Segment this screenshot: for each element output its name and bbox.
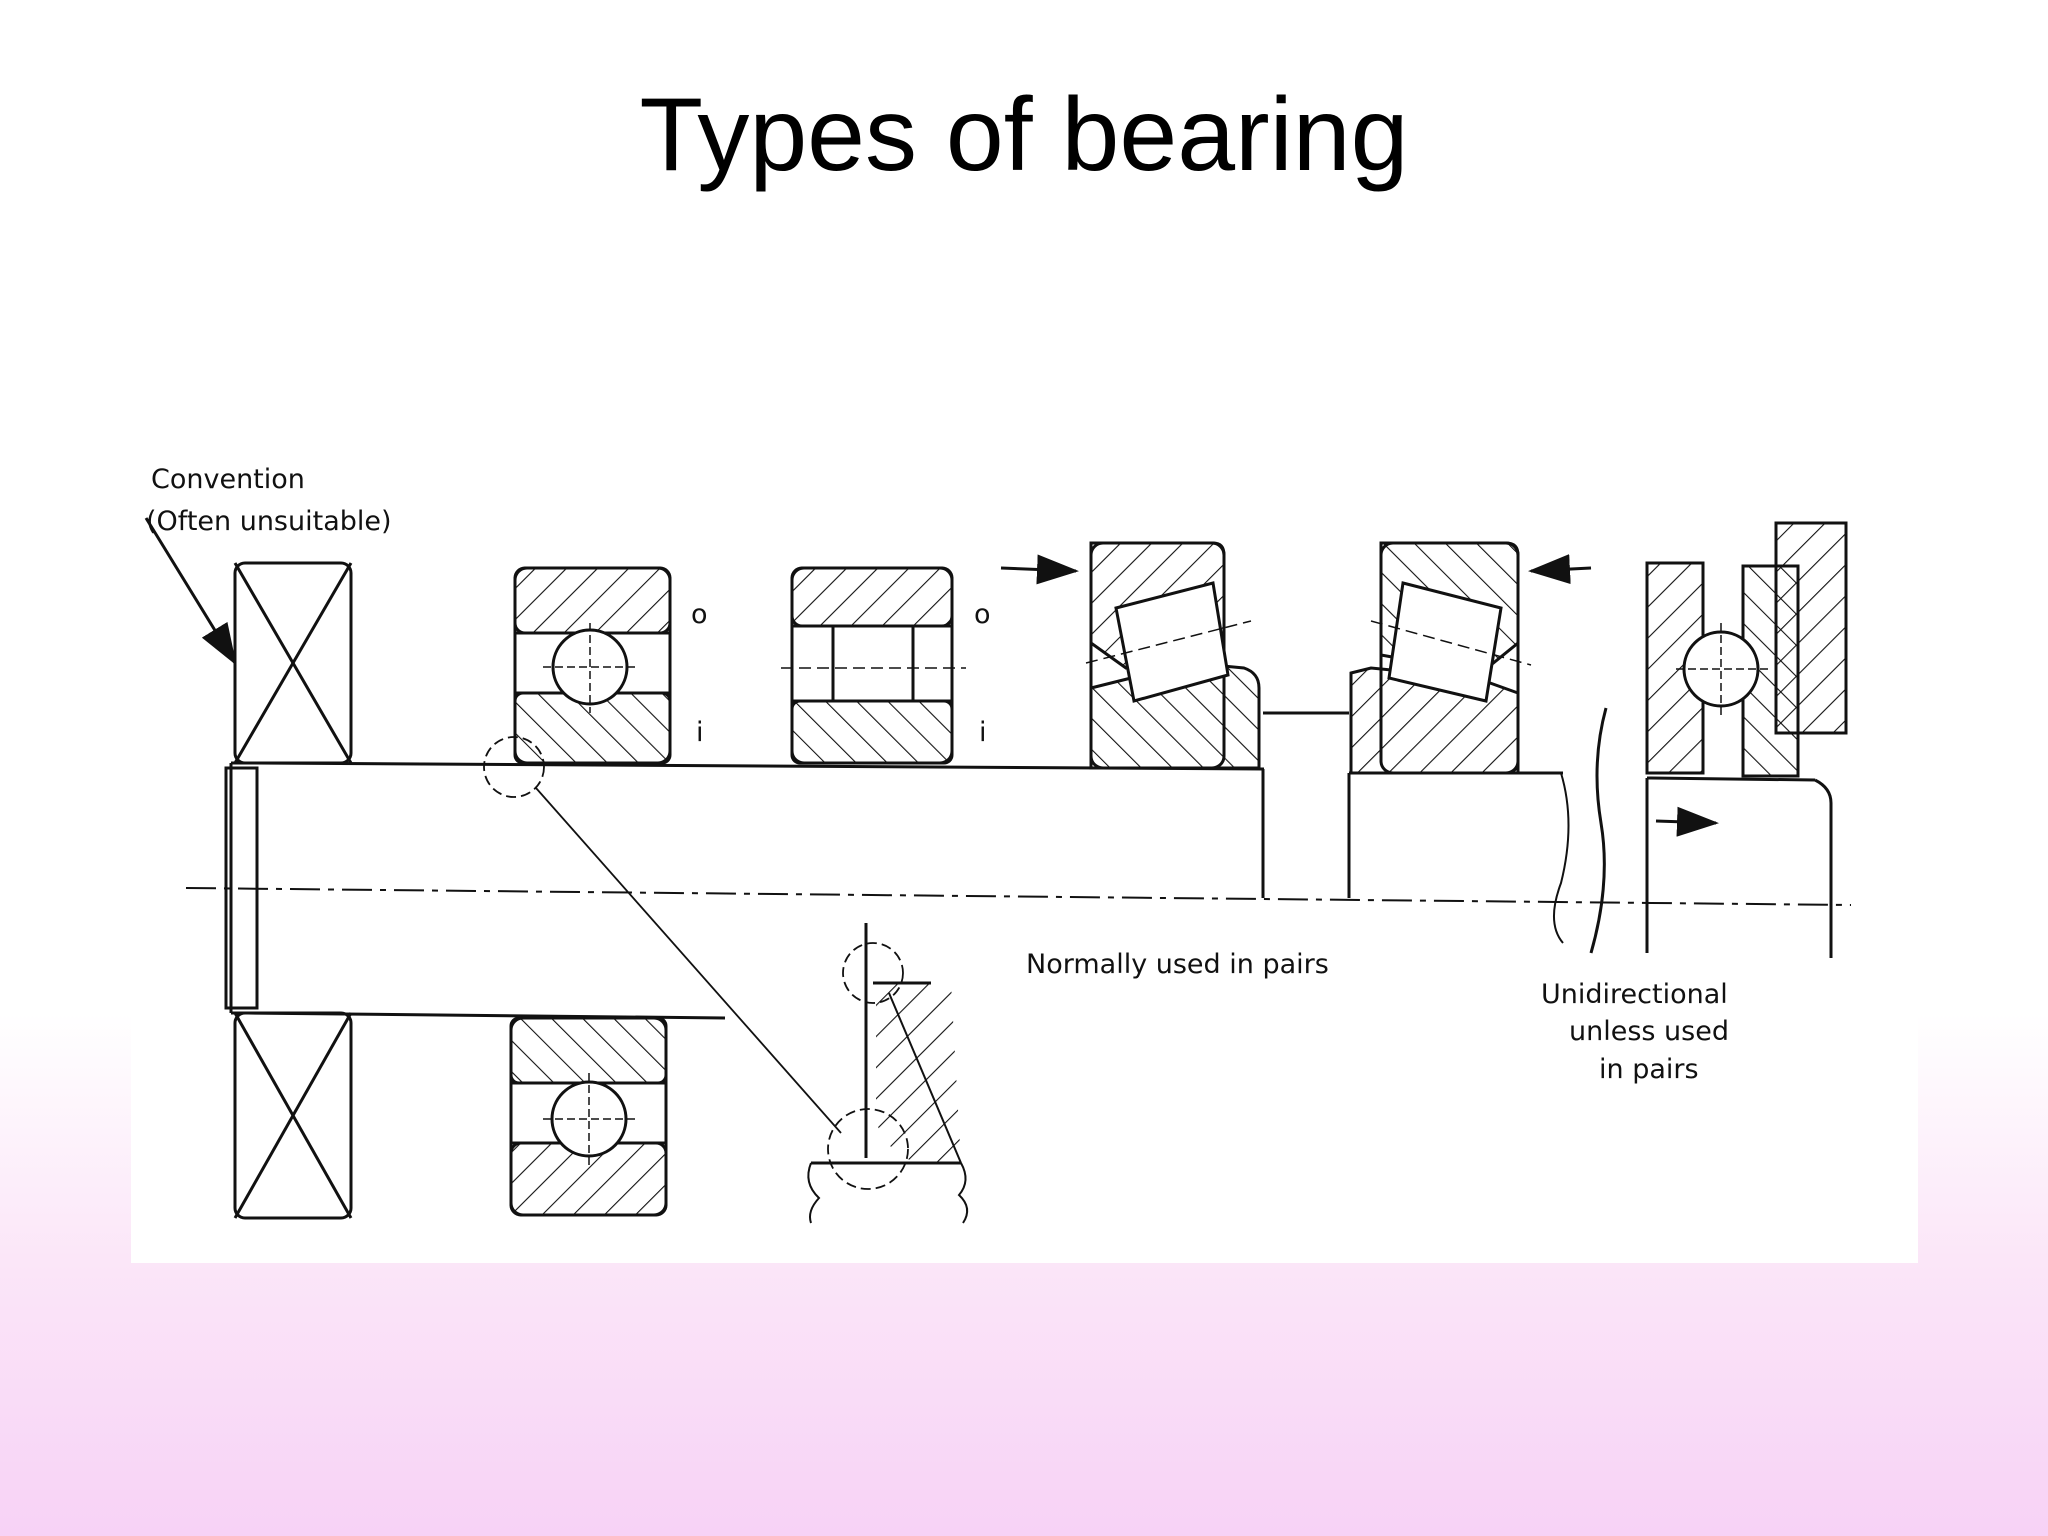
label-outer-mark-1: o bbox=[691, 599, 708, 630]
label-often-unsuitable: (Often unsuitable) bbox=[146, 506, 392, 537]
angular-contact-ball-bearing bbox=[513, 566, 672, 765]
label-inner-mark-2: i bbox=[979, 717, 987, 748]
cylindrical-roller-bearing bbox=[781, 566, 966, 765]
label-convention: Convention bbox=[151, 464, 305, 495]
label-unless-used: unless used bbox=[1569, 1016, 1729, 1047]
fillet-detail-view bbox=[483, 736, 969, 1224]
conventional-bearing-symbol bbox=[144, 517, 353, 1220]
angular-contact-ball-bearing-lower bbox=[509, 1016, 668, 1217]
tapered-roller-bearing-right bbox=[1349, 541, 1592, 775]
bearing-drawing: Convention (Often unsuitable) o i o i No… bbox=[131, 443, 1918, 1263]
label-inner-mark-1: i bbox=[696, 717, 704, 748]
label-in-pairs: in pairs bbox=[1599, 1054, 1699, 1085]
label-outer-mark-2: o bbox=[974, 599, 991, 630]
centre-line bbox=[185, 887, 1852, 906]
label-unidirectional: Unidirectional bbox=[1541, 979, 1728, 1010]
unidirectional-ball-bearing bbox=[1552, 521, 1848, 954]
tapered-roller-bearing-left bbox=[1000, 541, 1261, 770]
slide-title: Types of bearing bbox=[639, 77, 1409, 193]
label-normally-used-in-pairs: Normally used in pairs bbox=[1026, 949, 1329, 980]
drawing-background bbox=[131, 443, 1918, 1263]
